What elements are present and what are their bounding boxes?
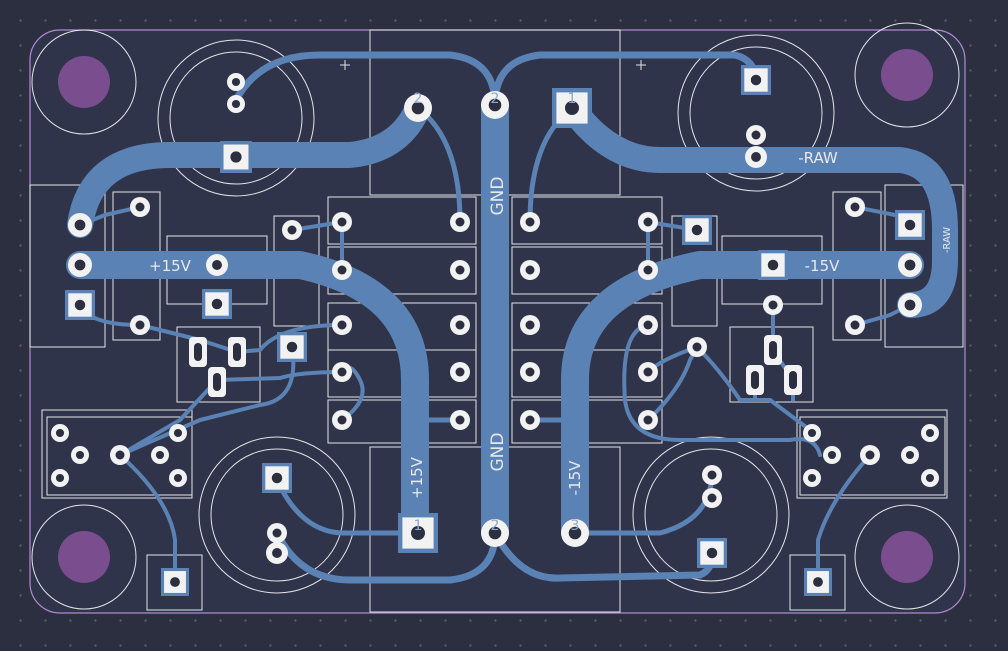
pad-drill [75,450,85,460]
pad-drill [565,101,579,115]
pad-drill [767,259,779,271]
pad-drill [850,202,860,212]
pad-drill [643,265,653,275]
pad-drill [488,526,502,540]
pad-drill [691,224,703,236]
pad-drill [769,341,777,359]
pad-drill [55,428,65,438]
pad-drill [905,450,915,460]
raw-label-right: -RAW [798,149,838,167]
pad-drill [807,428,817,438]
pad-drill [789,371,797,389]
plus15-label-bottom: +15V [408,456,426,499]
pad-drill [488,98,502,112]
pad-drill [827,450,837,460]
pad-drill [74,299,86,311]
pad-drill [643,217,653,227]
pad-drill [230,151,242,163]
pad-drill [411,526,425,540]
pad-drill [272,548,282,558]
pad-drill [925,473,935,483]
pad-drill [813,577,823,587]
pad-drill [173,428,183,438]
pin-number: 1 [568,91,577,107]
pad-drill [643,320,653,330]
pad-drill [455,265,465,275]
pad-drill [850,320,860,330]
pad-drill [155,450,165,460]
pad-drill [525,320,535,330]
minus15-label-bottom: -15V [566,460,584,495]
pad-drill [135,320,145,330]
pad-drill [750,74,762,86]
plus15-label-top: +15V [149,257,192,275]
pad-drill [337,265,347,275]
pad-drill [173,473,183,483]
pad-drill [272,528,282,538]
pad-drill [231,99,241,109]
net-labels: GND GND +15V +15V -15V -15V -RAW -RAW [149,149,953,499]
pin-number: 2 [414,91,423,107]
pad-drill [411,101,425,115]
pads [51,65,939,596]
minus15-label-right: -15V [805,257,840,275]
pad-drill [286,341,298,353]
pad-drill [807,473,817,483]
pad-drill [751,371,759,389]
pad-drill [212,260,222,270]
pad-drill [643,415,653,425]
pad-drill [337,320,347,330]
pin-number: 3 [571,518,580,534]
pad-drill [74,259,86,271]
pad-drill [865,450,875,460]
pad-drill [768,300,778,310]
pad-drill [455,320,465,330]
pad-drill [55,473,65,483]
mounting-holes [31,22,960,610]
pad-drill [337,367,347,377]
pad-drill [337,415,347,425]
pad-drill [74,219,86,231]
pad-drill [751,130,761,140]
pad-drill [337,217,347,227]
pad-drill [271,472,283,484]
pin-number: 2 [491,518,500,534]
pad-drill [287,225,297,235]
pad-drill [904,259,916,271]
pad-drill [525,367,535,377]
gnd-label-bottom: GND [488,433,508,472]
pad-drill [135,202,145,212]
pad-drill [692,342,702,352]
pad-drill [233,343,241,361]
pad-drill [455,217,465,227]
pad-drill [455,415,465,425]
pad-drill [707,493,717,503]
pad-drill [525,415,535,425]
capacitor-outlines [157,34,835,594]
pin-numbers: 2 2 1 1 2 3 [414,91,580,534]
pad-drill [904,299,916,311]
pad-drill [194,343,202,361]
pad-drill [525,217,535,227]
pad-drill [231,77,241,87]
pad-drill [925,428,935,438]
pin-number: 2 [491,91,500,107]
pad-drill [751,152,761,162]
pad-drill [213,373,221,391]
pad-drill [643,367,653,377]
raw-label-vertical: -RAW [942,227,953,253]
pin-number: 1 [414,518,423,534]
pad-drill [568,526,582,540]
pad-drill [707,470,717,480]
pad-drill [455,367,465,377]
pad-drill [706,547,718,559]
pad-drill [170,577,180,587]
pad-drill [525,265,535,275]
pad-drill [904,219,916,231]
pad-drill [115,450,125,460]
gnd-label-top: GND [488,177,508,216]
pad-drill [211,298,223,310]
